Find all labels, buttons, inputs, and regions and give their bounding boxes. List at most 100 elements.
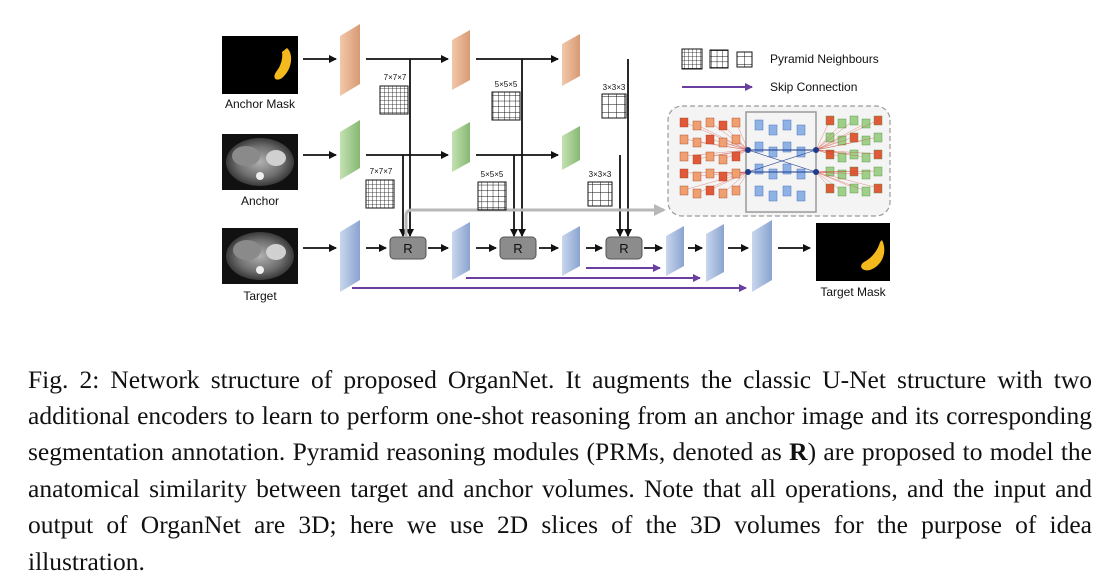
anchor-ct-image <box>222 134 298 190</box>
decoder-feature-3 <box>752 220 772 292</box>
prm-node-right <box>849 132 859 143</box>
kernel-3-mask <box>601 93 627 119</box>
anchor-label: Anchor <box>241 194 279 208</box>
prm-node-right <box>861 169 871 180</box>
prm-node-right <box>861 118 871 129</box>
kernel-5-mask-label: 5×5×5 <box>495 80 518 89</box>
prm-node-left <box>705 185 715 196</box>
prm-edge-right <box>815 119 879 151</box>
prm-node-left <box>718 154 728 165</box>
anchor-feature-2 <box>452 122 470 172</box>
target-mask-label: Target Mask <box>820 285 886 299</box>
legend-kernel-small <box>736 51 753 68</box>
prm-edge-right <box>815 149 879 155</box>
prm-node-center <box>768 146 778 158</box>
prm-node-right <box>873 149 883 160</box>
prm-edge-right <box>815 136 879 151</box>
anchor-encoder <box>340 120 580 180</box>
prm-detail-graph <box>679 115 883 202</box>
prm-node-left <box>705 151 715 162</box>
prm-edge-left <box>709 171 749 191</box>
kernel-5-anchor-label: 5×5×5 <box>481 170 504 179</box>
kernel-7-mask-label: 7×7×7 <box>384 73 407 82</box>
prm-module-2-label: R <box>513 241 522 256</box>
prm-edge-right <box>815 119 855 151</box>
prm-node-center <box>796 124 806 136</box>
prm-node-left <box>718 171 728 182</box>
prm-node-right <box>861 152 871 163</box>
prm-edge-left <box>709 171 749 174</box>
prm-node-center <box>796 146 806 158</box>
prm-node-right <box>849 115 859 126</box>
prm-edge-right <box>815 122 843 151</box>
prm-node-center <box>768 190 778 202</box>
prm-node-left <box>692 137 702 148</box>
prm-hub-node <box>745 147 751 153</box>
kernel-3-anchor-label: 3×3×3 <box>589 170 612 179</box>
prm-hub-node <box>745 169 751 175</box>
prm-module-3-label: R <box>619 241 628 256</box>
prm-node-left <box>731 117 741 128</box>
prm-node-right <box>873 183 883 194</box>
prm-node-left <box>679 185 689 196</box>
prm-node-center <box>754 141 764 153</box>
prm-node-right <box>837 152 847 163</box>
prm-node-right <box>849 183 859 194</box>
kernel-3-mask-label: 3×3×3 <box>603 83 626 92</box>
prm-edge-right <box>815 122 867 151</box>
prm-node-left <box>731 168 741 179</box>
prm-node-left <box>692 120 702 131</box>
prm-edge-center <box>747 149 817 173</box>
prm-module-2: R <box>499 236 537 260</box>
target-label: Target <box>243 289 277 303</box>
anchor-mask-label: Anchor Mask <box>225 97 296 111</box>
caption-bold: R <box>789 437 808 467</box>
prm-edge-right <box>815 171 843 192</box>
prm-detail-panel <box>667 105 891 217</box>
prm-detail-arrow <box>404 204 666 236</box>
legend: Pyramid Neighbours Skip Connection <box>681 48 879 94</box>
prm-node-center <box>796 168 806 180</box>
mask-feature-2 <box>452 30 470 90</box>
prm-hub-node <box>813 147 819 153</box>
prm-node-right <box>825 132 835 143</box>
prm-node-right <box>873 132 883 143</box>
kernel-7-anchor <box>365 179 395 209</box>
target-mask-image <box>816 223 890 281</box>
prm-edge-left <box>696 124 749 151</box>
prm-node-right <box>837 169 847 180</box>
prm-edge-right <box>815 149 843 158</box>
prm-node-right <box>873 166 883 177</box>
prm-node-right <box>861 186 871 197</box>
prm-node-left <box>692 188 702 199</box>
prm-edge-right <box>815 149 867 158</box>
prm-node-center <box>782 141 792 153</box>
figure-caption: Fig. 2: Network structure of proposed Or… <box>28 362 1092 580</box>
kernel-3-anchor <box>587 181 613 207</box>
prm-edge-right <box>815 170 879 173</box>
prm-node-left <box>679 134 689 145</box>
target-unet <box>340 220 772 292</box>
mask-feature-1 <box>340 24 360 96</box>
prm-node-center <box>768 168 778 180</box>
legend-pyramid-label: Pyramid Neighbours <box>770 52 879 66</box>
anchor-feature-3 <box>562 126 580 170</box>
skip-connections <box>352 264 747 292</box>
prm-edge-right <box>815 136 855 151</box>
prm-node-left <box>731 134 741 145</box>
kernel-7-anchor-label: 7×7×7 <box>370 167 393 176</box>
prm-node-left <box>692 171 702 182</box>
decoder-feature-2 <box>706 224 724 282</box>
prm-node-left <box>679 151 689 162</box>
prm-edge-left <box>709 121 749 151</box>
prm-node-center <box>754 119 764 131</box>
prm-node-right <box>861 135 871 146</box>
caption-suffix: ) are proposed to model the anatomical s… <box>28 437 1093 576</box>
prm-hub-node <box>813 169 819 175</box>
caption-prefix: Fig. 2: Network structure of proposed Or… <box>28 364 1092 467</box>
prm-node-right <box>873 115 883 126</box>
target-feature-2 <box>452 222 470 280</box>
legend-skip-label: Skip Connection <box>770 80 857 94</box>
prm-node-right <box>837 186 847 197</box>
organnet-diagram: Anchor Mask Anchor Target <box>222 24 891 303</box>
